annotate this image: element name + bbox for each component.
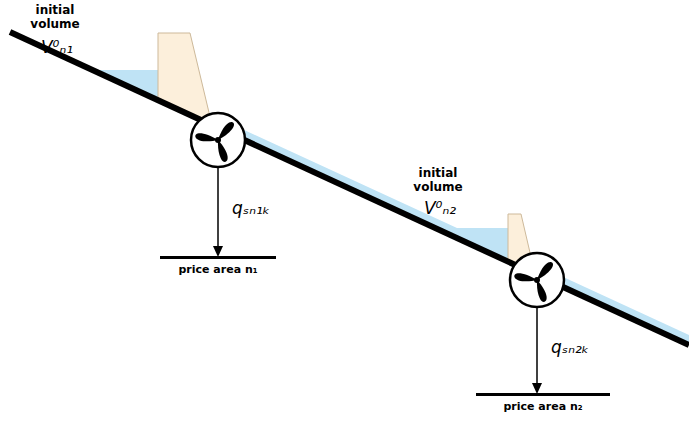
turbine-blade xyxy=(210,140,234,163)
price-area-label: price area n₁ xyxy=(160,263,276,276)
turbine-symbol xyxy=(510,253,564,307)
volume-heading: initial volume xyxy=(406,166,470,194)
turbine-housing xyxy=(510,253,564,307)
volume-heading: initial volume xyxy=(23,3,87,31)
turbine-blade xyxy=(513,266,537,289)
price-area-bus: price area n₁ xyxy=(160,256,276,276)
turbine-symbol xyxy=(191,113,245,167)
price-area-bus: price area n₂ xyxy=(476,393,610,413)
power-arrow xyxy=(217,167,219,248)
turbine-blade xyxy=(218,122,234,140)
turbine-housing xyxy=(191,113,245,167)
power-arrow xyxy=(536,307,538,385)
symbol-label: V⁰ₙ₂ xyxy=(424,198,456,218)
turbine-blade xyxy=(194,126,218,149)
turbine-hub xyxy=(534,277,540,283)
symbol-label: qₛₙ₁ₖ xyxy=(232,198,270,218)
price-area-label: price area n₂ xyxy=(476,400,610,413)
turbine-blade xyxy=(529,280,553,303)
terrain-line xyxy=(10,32,689,345)
symbol-label: qₛₙ₂ₖ xyxy=(551,337,589,357)
symbol-label: V⁰ₙ₁ xyxy=(41,37,73,57)
turbine-hub xyxy=(215,137,221,143)
turbine-blade xyxy=(537,262,553,280)
